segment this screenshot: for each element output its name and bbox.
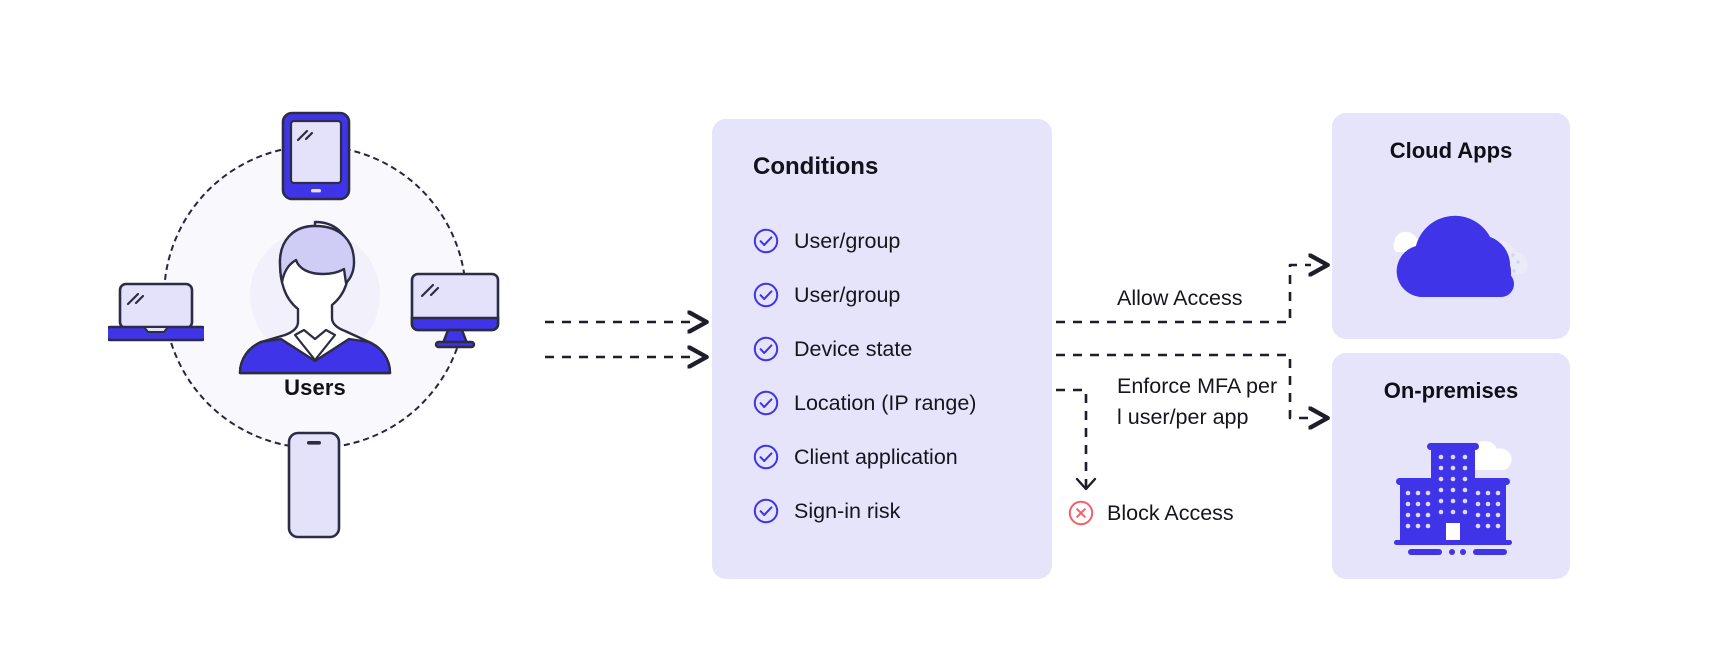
condition-label: Client application [794, 444, 958, 469]
check-circle-icon [753, 444, 779, 470]
phone-icon [287, 431, 341, 539]
check-circle-icon [753, 282, 779, 308]
block-access-arrowhead [1075, 477, 1097, 491]
block-access-label: Block Access [1107, 500, 1234, 525]
allow-access-label: Allow Access [1117, 286, 1243, 310]
check-circle-icon [753, 390, 779, 416]
wire-to-block-access [1056, 388, 1088, 487]
destination-card-on-premises[interactable]: On-premises [1332, 353, 1570, 579]
laptop-icon [108, 282, 204, 342]
block-access-group: Block Access [1068, 500, 1234, 526]
condition-item[interactable]: User/group [753, 268, 1043, 322]
condition-item[interactable]: Sign-in risk [753, 484, 1043, 538]
condition-item[interactable]: Device state [753, 322, 1043, 376]
condition-item[interactable]: Location (IP range) [753, 376, 1043, 430]
users-label: Users [284, 375, 346, 400]
office-building-icon [1394, 440, 1512, 555]
condition-label: User/group [794, 228, 901, 253]
tablet-icon [281, 111, 351, 201]
destination-title: Cloud Apps [1389, 138, 1513, 163]
check-circle-icon [753, 498, 779, 524]
destination-card-cloud-apps[interactable]: Cloud Apps [1332, 113, 1570, 339]
check-circle-icon [753, 228, 779, 254]
condition-item[interactable]: User/group [753, 214, 1043, 268]
conditions-title: Conditions [753, 153, 879, 180]
condition-item[interactable]: Client application [753, 430, 1043, 484]
condition-label: User/group [794, 282, 901, 307]
condition-label: Sign-in risk [794, 498, 901, 523]
user-avatar-icon [238, 220, 392, 375]
monitor-icon [410, 272, 500, 349]
condition-label: Location (IP range) [794, 390, 977, 415]
cloud-icon [1393, 215, 1528, 297]
enforce-mfa-label: Enforce MFA per l user/per app [1117, 374, 1278, 429]
conditions-list: User/group User/group Device state [753, 214, 1043, 538]
destination-title: On-premises [1383, 378, 1519, 403]
check-circle-icon [753, 336, 779, 362]
conditions-panel: Conditions User/group User/group [712, 119, 1052, 579]
users-cluster: Users [108, 90, 530, 540]
condition-label: Device state [794, 336, 913, 361]
x-circle-icon [1068, 500, 1094, 526]
